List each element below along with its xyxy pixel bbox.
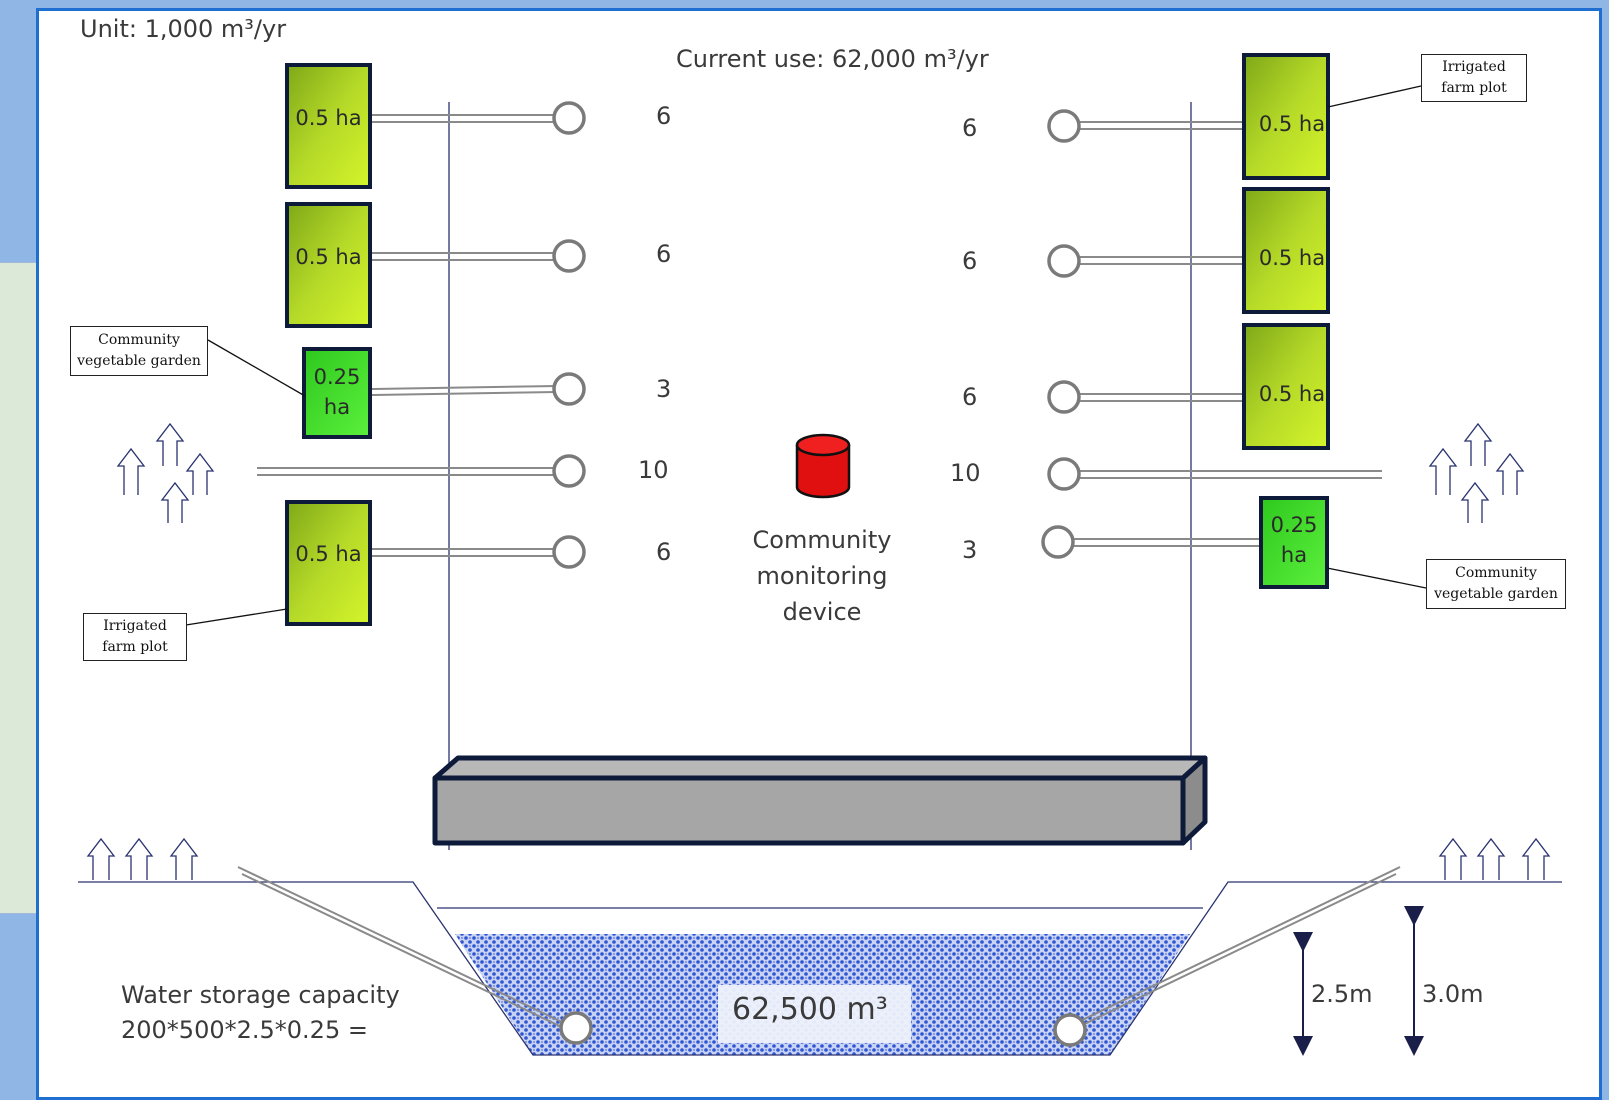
valve-icon <box>552 372 586 406</box>
plot-label: 0.5 ha <box>1258 382 1326 406</box>
right-pipes <box>1058 121 1382 547</box>
left-plots <box>285 63 372 626</box>
trees-icon-bottom-left <box>86 837 199 880</box>
farm-plot-left-1 <box>285 63 372 189</box>
trees-icon-bottom-right <box>1438 837 1551 880</box>
depth-arrows <box>1293 906 1424 1056</box>
valve-icon <box>1053 1013 1087 1047</box>
storage-volume: 62,500 m³ <box>732 992 888 1027</box>
current-use-label: Current use: 62,000 m³/yr <box>676 45 989 73</box>
farm-plot-left-2 <box>285 202 372 328</box>
valve-icon <box>1047 380 1081 414</box>
farm-plot-right-2 <box>1242 187 1330 314</box>
farm-plot-left-3 <box>285 500 372 626</box>
flow-value: 3 <box>962 536 978 564</box>
flow-value: 6 <box>656 102 672 130</box>
right-valves <box>1041 109 1081 559</box>
right-plots <box>1242 53 1330 589</box>
unit-label: Unit: 1,000 m³/yr <box>80 15 287 43</box>
flow-value: 3 <box>656 375 672 403</box>
left-valves <box>552 101 586 569</box>
valve-icon <box>552 101 586 135</box>
plot-label: 0.5 ha <box>295 542 362 566</box>
valve-icon <box>552 535 586 569</box>
left-pipes <box>257 114 558 557</box>
valve-icon <box>1047 244 1081 278</box>
callout-leaders <box>185 85 1427 626</box>
intake-pipes <box>237 866 1401 1032</box>
valve-icon <box>1047 109 1081 143</box>
flow-value: 10 <box>950 459 981 487</box>
plot-label: 0.5 ha <box>1258 246 1326 270</box>
flow-value: 10 <box>638 456 669 484</box>
valve-icon <box>559 1011 593 1045</box>
valve-icon <box>552 454 586 488</box>
trees-icon-right <box>1428 422 1525 523</box>
flow-value: 6 <box>656 240 672 268</box>
intake-valves <box>559 1011 1087 1047</box>
flow-value: 6 <box>962 247 978 275</box>
plot-label: 0.5 ha <box>295 106 362 130</box>
trees-icon-left <box>116 422 215 523</box>
valve-icon <box>1041 525 1075 559</box>
garden-plot-right <box>1259 496 1329 589</box>
flow-value: 6 <box>962 383 978 411</box>
valve-icon <box>1047 457 1081 491</box>
flow-value: 6 <box>962 114 978 142</box>
depth-total-label: 3.0m <box>1422 980 1484 1008</box>
garden-plot-left <box>302 347 372 439</box>
volume-label-bg <box>718 985 911 1043</box>
valve-icon <box>552 239 586 273</box>
depth-water-label: 2.5m <box>1311 980 1373 1008</box>
plot-label: 0.5 ha <box>295 245 362 269</box>
main-channel <box>432 755 1208 846</box>
monitoring-device-icon <box>795 433 851 499</box>
plot-label: 0.5 ha <box>1258 112 1326 136</box>
farm-plot-right-3 <box>1242 323 1330 450</box>
farm-plot-right-1 <box>1242 53 1330 180</box>
flow-value: 6 <box>656 538 672 566</box>
